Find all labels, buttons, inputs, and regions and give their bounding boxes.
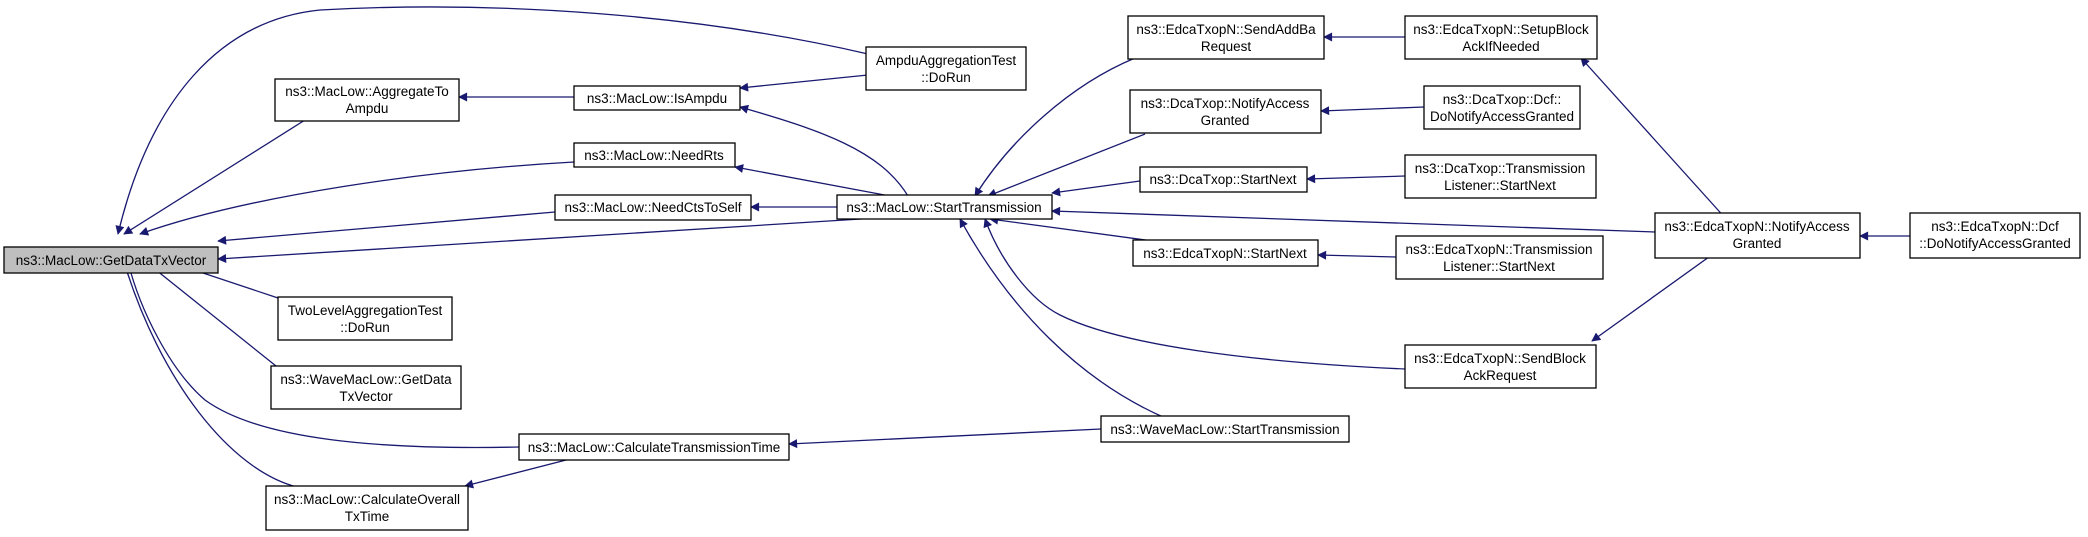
node-label-line-1: ns3::EdcaTxopN::SendAddBa <box>1136 22 1316 37</box>
edge-calcoverall-to-getdatatxvector <box>122 261 298 488</box>
node-wavestart[interactable]: ns3::WaveMacLow::StartTransmission <box>1100 415 1350 443</box>
edge-wavegetdata-to-getdatatxvector <box>145 261 277 367</box>
edge-ampdutest-to-isampdu <box>739 74 869 92</box>
edge-calctxtime-to-calcoverall <box>464 458 571 489</box>
node-label-line-1: ns3::MacLow::AggregateTo <box>285 84 449 99</box>
node-label: ns3::DcaTxop::StartNext <box>1149 172 1296 187</box>
edge-edcanotify-to-sendblockack <box>1591 243 1728 342</box>
edge-needctstoself-to-getdatatxvector <box>217 211 556 245</box>
node-label: ns3::EdcaTxopN::StartNext <box>1143 246 1307 261</box>
node-label-line-2: Ampdu <box>346 101 389 116</box>
node-sendaddba[interactable]: ns3::EdcaTxopN::SendAddBa Request <box>1127 15 1325 60</box>
node-edcastartnext[interactable]: ns3::EdcaTxopN::StartNext <box>1132 239 1319 267</box>
node-label-line-1: TwoLevelAggregationTest <box>288 303 443 318</box>
edge-dcanotify-to-starttransmission <box>987 133 1146 198</box>
node-label-line-2: ::DoNotifyAccessGranted <box>1919 236 2071 251</box>
node-edcanotify[interactable]: ns3::EdcaTxopN::NotifyAccess Granted <box>1654 212 1861 259</box>
edge-dcalistener-to-dcastartnext <box>1306 174 1406 184</box>
edge-sendaddba-to-starttransmission <box>974 57 1136 197</box>
node-sendblockack[interactable]: ns3::EdcaTxopN::SendBlock AckRequest <box>1404 344 1597 389</box>
node-label-line-2: DoNotifyAccessGranted <box>1430 109 1574 124</box>
node-label-line-1: ns3::DcaTxop::NotifyAccess <box>1141 96 1310 111</box>
node-label-line-1: ns3::EdcaTxopN::NotifyAccess <box>1664 219 1850 234</box>
node-twolevel[interactable]: TwoLevelAggregationTest ::DoRun <box>277 296 453 341</box>
node-dcanotify[interactable]: ns3::DcaTxop::NotifyAccess Granted <box>1129 89 1322 134</box>
node-label-line-2: AckRequest <box>1464 368 1537 383</box>
node-label-line-1: ns3::EdcaTxopN::SendBlock <box>1414 351 1586 366</box>
node-wavegetdata[interactable]: ns3::WaveMacLow::GetData TxVector <box>270 365 462 410</box>
node-label-line-2: Granted <box>1201 113 1250 128</box>
edge-calctxtime-to-getdatatxvector <box>125 261 520 449</box>
node-label-line-1: ns3::EdcaTxopN::SetupBlock <box>1413 22 1589 37</box>
edge-dcfnotify-to-dcanotify <box>1320 106 1425 116</box>
edge-aggregatetoampdu-to-getdatatxvector <box>123 119 306 235</box>
node-dcastartnext[interactable]: ns3::DcaTxop::StartNext <box>1139 166 1308 193</box>
node-edcadcf[interactable]: ns3::EdcaTxopN::Dcf ::DoNotifyAccessGran… <box>1909 212 2081 259</box>
node-label: ns3::MacLow::CalculateTransmissionTime <box>528 440 781 455</box>
node-label-line-1: ns3::EdcaTxopN::Dcf <box>1931 219 2059 234</box>
node-starttransmission[interactable]: ns3::MacLow::StartTransmission <box>836 194 1053 220</box>
edge-edcanotify-to-starttransmission <box>1051 206 1656 233</box>
node-label: ns3::MacLow::StartTransmission <box>846 200 1041 215</box>
edge-starttransmission-to-needrts <box>734 164 891 197</box>
node-label-line-2: ::DoRun <box>340 320 390 335</box>
node-label-line-1: ns3::MacLow::CalculateOverall <box>274 492 460 507</box>
node-needrts[interactable]: ns3::MacLow::NeedRts <box>573 142 736 168</box>
node-dcalistener[interactable]: ns3::DcaTxop::Transmission Listener::Sta… <box>1404 154 1597 199</box>
node-label-line-2: AckIfNeeded <box>1462 39 1539 54</box>
node-label-line-1: ns3::DcaTxop::Dcf:: <box>1443 92 1562 107</box>
node-ampdutest[interactable]: AmpduAggregationTest ::DoRun <box>865 46 1027 91</box>
edge-ampdutest-to-getdatatxvector <box>115 6 869 235</box>
edge-wavestart-to-starttransmission <box>959 218 1164 418</box>
node-setupblockack[interactable]: ns3::EdcaTxopN::SetupBlock AckIfNeeded <box>1404 15 1598 60</box>
node-label-line-2: TxVector <box>339 389 393 404</box>
edge-dcastartnext-to-starttransmission <box>1051 180 1141 197</box>
node-isampdu[interactable]: ns3::MacLow::IsAmpdu <box>573 85 741 111</box>
edge-starttransmission-to-isampdu <box>739 104 909 197</box>
node-label: ns3::MacLow::GetDataTxVector <box>16 253 207 268</box>
node-label: ns3::WaveMacLow::StartTransmission <box>1110 422 1339 437</box>
node-label: ns3::MacLow::NeedRts <box>584 148 724 163</box>
node-label-line-2: ::DoRun <box>921 70 971 85</box>
node-label-line-2: Granted <box>1733 236 1782 251</box>
node-label-line-1: ns3::WaveMacLow::GetData <box>280 372 452 387</box>
node-label: ns3::MacLow::IsAmpdu <box>587 91 727 106</box>
node-calcoverall[interactable]: ns3::MacLow::CalculateOverall TxTime <box>265 485 469 531</box>
edge-edcalistener-to-edcastartnext <box>1317 250 1397 260</box>
node-label-line-2: Listener::StartNext <box>1444 178 1556 193</box>
edge-needrts-to-getdatatxvector <box>139 161 575 236</box>
node-label: ns3::MacLow::NeedCtsToSelf <box>564 200 741 215</box>
node-needctstoself[interactable]: ns3::MacLow::NeedCtsToSelf <box>554 194 752 221</box>
nodes: ns3::MacLow::GetDataTxVector ns3::MacLow… <box>3 15 2081 531</box>
edge-wavestart-to-calctxtime <box>788 428 1102 449</box>
edge-edcanotify-to-setupblockack <box>1580 57 1728 221</box>
node-label-line-2: TxTime <box>345 509 390 524</box>
edges <box>115 6 1910 489</box>
node-dcfnotify[interactable]: ns3::DcaTxop::Dcf:: DoNotifyAccessGrante… <box>1423 85 1581 130</box>
node-label-line-2: Listener::StartNext <box>1443 259 1555 274</box>
node-edcalistener[interactable]: ns3::EdcaTxopN::Transmission Listener::S… <box>1395 235 1604 280</box>
edge-sendblockack-to-starttransmission <box>983 218 1406 370</box>
node-calctxtime[interactable]: ns3::MacLow::CalculateTransmissionTime <box>518 433 790 461</box>
node-label-line-1: AmpduAggregationTest <box>876 53 1017 68</box>
edge-starttransmission-to-getdatatxvector <box>217 217 878 263</box>
node-getdatatxvector[interactable]: ns3::MacLow::GetDataTxVector <box>3 246 219 274</box>
node-label-line-2: Request <box>1201 39 1252 54</box>
node-label-line-1: ns3::EdcaTxopN::Transmission <box>1405 242 1592 257</box>
node-aggregatetoampdu[interactable]: ns3::MacLow::AggregateTo Ampdu <box>274 78 460 122</box>
node-label-line-1: ns3::DcaTxop::Transmission <box>1415 161 1586 176</box>
